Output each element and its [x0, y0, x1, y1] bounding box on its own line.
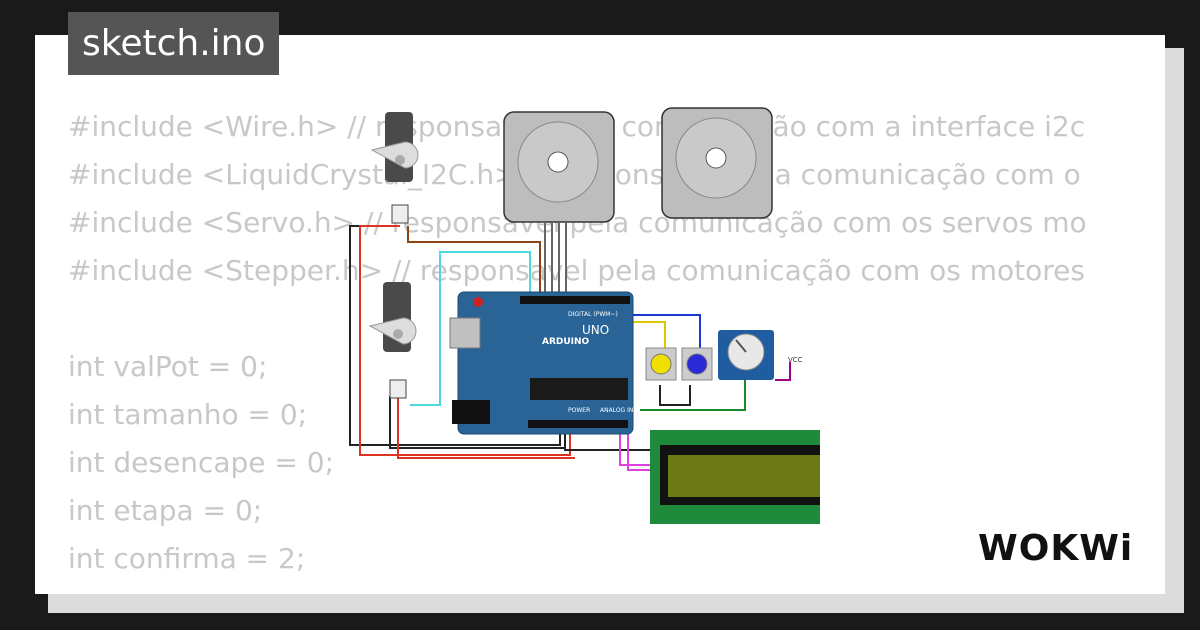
code-line: int desencape = 0;	[68, 446, 335, 479]
wire-cyan	[410, 251, 531, 406]
pushbutton-yellow	[645, 347, 677, 381]
wire-magenta-2	[627, 425, 652, 471]
wire-black-2	[389, 396, 565, 449]
board-model-label: UNO	[582, 323, 609, 337]
wire-purple	[775, 362, 791, 381]
code-line: int tamanho = 0;	[68, 398, 308, 431]
stepper-motor-2	[661, 107, 773, 219]
file-title-tab: sketch.ino	[68, 12, 280, 75]
wire-blue	[615, 314, 701, 350]
board-power-label: POWER	[568, 407, 590, 414]
code-preview: #include <Wire.h> // responsavel pela co…	[68, 103, 1133, 594]
stepper-motor-1	[503, 111, 615, 296]
circuit-diagram: DIGITAL (PWM~) ARDUINO UNO POWER ANALOG …	[349, 107, 820, 524]
pushbutton-blue	[681, 347, 713, 381]
board-analog-label: ANALOG IN	[600, 407, 633, 414]
board-digital-label: DIGITAL (PWM~)	[568, 311, 618, 318]
potentiometer	[718, 330, 774, 380]
wokwi-logo: WOKWi	[978, 528, 1134, 569]
board-brand-label: ARDUINO	[542, 337, 590, 347]
code-line: int ...	[68, 583, 1133, 594]
code-line: #include <Stepper.h> // responsavel pela…	[68, 254, 1085, 287]
lcd-display	[650, 430, 820, 524]
wire-red	[359, 225, 571, 456]
wire-black-3	[659, 385, 691, 406]
servo-motor-1	[370, 112, 419, 224]
wire-magenta	[619, 425, 650, 466]
code-line: int etapa = 0;	[68, 494, 263, 527]
vcc-label: VCC	[788, 356, 803, 364]
code-line: int confirma = 2;	[68, 542, 306, 575]
wire-green	[640, 380, 746, 411]
code-line: int valPot = 0;	[68, 350, 268, 383]
arduino-uno-board: DIGITAL (PWM~) ARDUINO UNO POWER ANALOG …	[449, 291, 634, 435]
wire-brown	[407, 226, 541, 298]
wire-red-2	[397, 396, 575, 459]
servo-motor-2	[368, 282, 417, 399]
